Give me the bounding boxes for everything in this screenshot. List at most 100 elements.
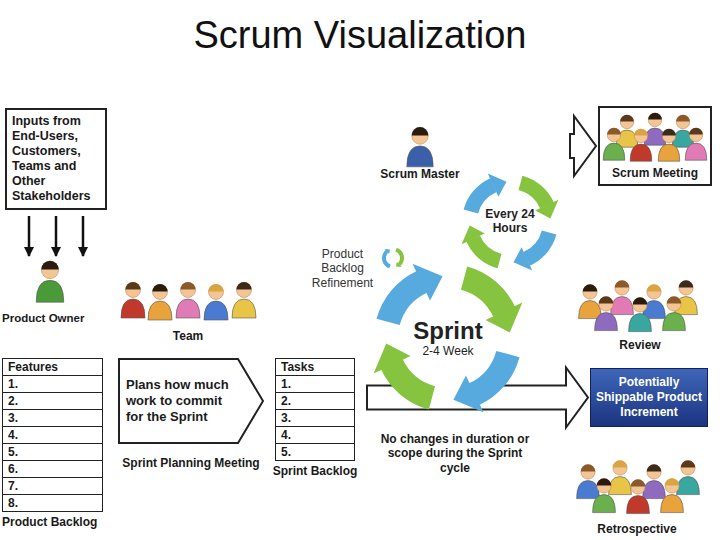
event-label: Review [598,338,682,352]
table-caption: Sprint Backlog [255,464,375,478]
person-icon [643,464,666,498]
product-owner-icon [2,258,106,308]
cycle-arc [461,267,515,317]
person-icon [579,284,602,318]
person-body [36,280,64,302]
person-body [176,299,200,318]
person-head [613,461,627,475]
person-hair [647,464,661,471]
sprint-backlog-table: Tasks1.2.3.4.5.Sprint Backlog [275,358,355,478]
person-hair [648,113,662,120]
table-cell: 8. [3,494,102,511]
role-label: Team [158,329,218,343]
person-body [661,495,684,513]
person-icon [148,284,172,320]
person-head [647,465,661,479]
person-head [620,115,634,129]
person-body [121,299,145,318]
refinement-cycle-icon [382,248,404,269]
person-icon [595,296,618,330]
product-backlog-table: Features1.2.3.4.5.6.7.8.Product Backlog [2,358,103,529]
cycle-title: Sprint [413,317,482,345]
person-body [663,313,686,331]
person-icon [36,261,64,303]
person-icon [121,282,145,318]
person-hair [681,460,695,467]
person-body [677,477,700,495]
table-heading: Tasks [276,359,354,375]
person-body [577,481,600,499]
person-hair [662,129,676,136]
person-hair [180,282,195,290]
note: No changes in duration or scope during t… [372,432,538,475]
person-icon [593,478,616,512]
person-head [647,285,661,299]
person-hair [676,115,690,122]
person-head [412,128,429,145]
table-cell: 3. [276,409,354,426]
input-box: Inputs from End-Users, Customers, Teams … [5,108,107,210]
person-icon [603,128,625,160]
cycle-arrowhead [488,174,507,197]
table-cell: 1. [3,375,102,392]
person-head [689,128,703,142]
table-caption: Product Backlog [2,515,143,529]
person-head [181,283,196,298]
pentagon-path [119,359,263,443]
cycle-arc [382,250,391,268]
person-body [658,144,680,161]
table-frame: Tasks1.2.3.4.5. [275,358,355,461]
table-cell: 3. [3,409,102,426]
person-icon [644,113,666,145]
cycle-arrowhead [374,343,411,373]
event-label: Retrospective [580,522,694,536]
sprint-cycle: Sprint2-4 Week [368,258,528,418]
cycle-text: Every 24 Hours [480,192,540,252]
person-head [634,129,648,143]
table-cell: 5. [3,443,102,460]
pentagon-shape: Plans how much work to commit for the Sp… [118,358,264,444]
person-icon [629,297,652,331]
cycle-arc [519,176,554,209]
person-hair [41,261,58,270]
person-hair [613,460,627,467]
meeting-people [600,110,710,166]
cycle-arc [381,359,435,409]
box-text: Potentially Shippable Product Increment [596,375,702,420]
cycle-arc [395,248,404,266]
input-arrow [28,216,31,256]
table-cell: 1. [276,375,354,392]
person-hair [631,479,645,486]
cycle-arc [523,231,556,266]
person-hair [689,128,703,135]
role-label: Product Owner [2,312,106,324]
cycle-arrowhead [486,302,523,332]
table-cell: 2. [3,392,102,409]
person-hair [620,115,634,122]
cycle-text: Sprint2-4 Week [401,291,495,385]
person-hair [597,478,611,485]
person-hair [152,284,167,292]
person-head [648,113,662,127]
cycle-arrowhead [535,200,558,219]
person-head [633,298,647,312]
person-icon [685,128,707,160]
person-body [204,301,228,320]
person-body [148,301,172,320]
person-hair [679,280,693,287]
person-head [597,479,611,493]
person-icon [661,478,684,512]
person-body [609,477,632,495]
product-owner: Product Owner [2,258,106,324]
table-cell: 5. [276,443,354,460]
person-icon [611,280,634,314]
person-head [679,281,693,295]
box-text: Inputs from End-Users, Customers, Teams … [12,114,100,204]
person-body [629,314,652,332]
scrum-meeting-box: Scrum Meeting [598,106,712,186]
table-cell: 7. [3,477,102,494]
person-head [126,283,141,298]
person-hair [607,128,621,135]
person-body [595,313,618,331]
person-icon [232,282,256,318]
